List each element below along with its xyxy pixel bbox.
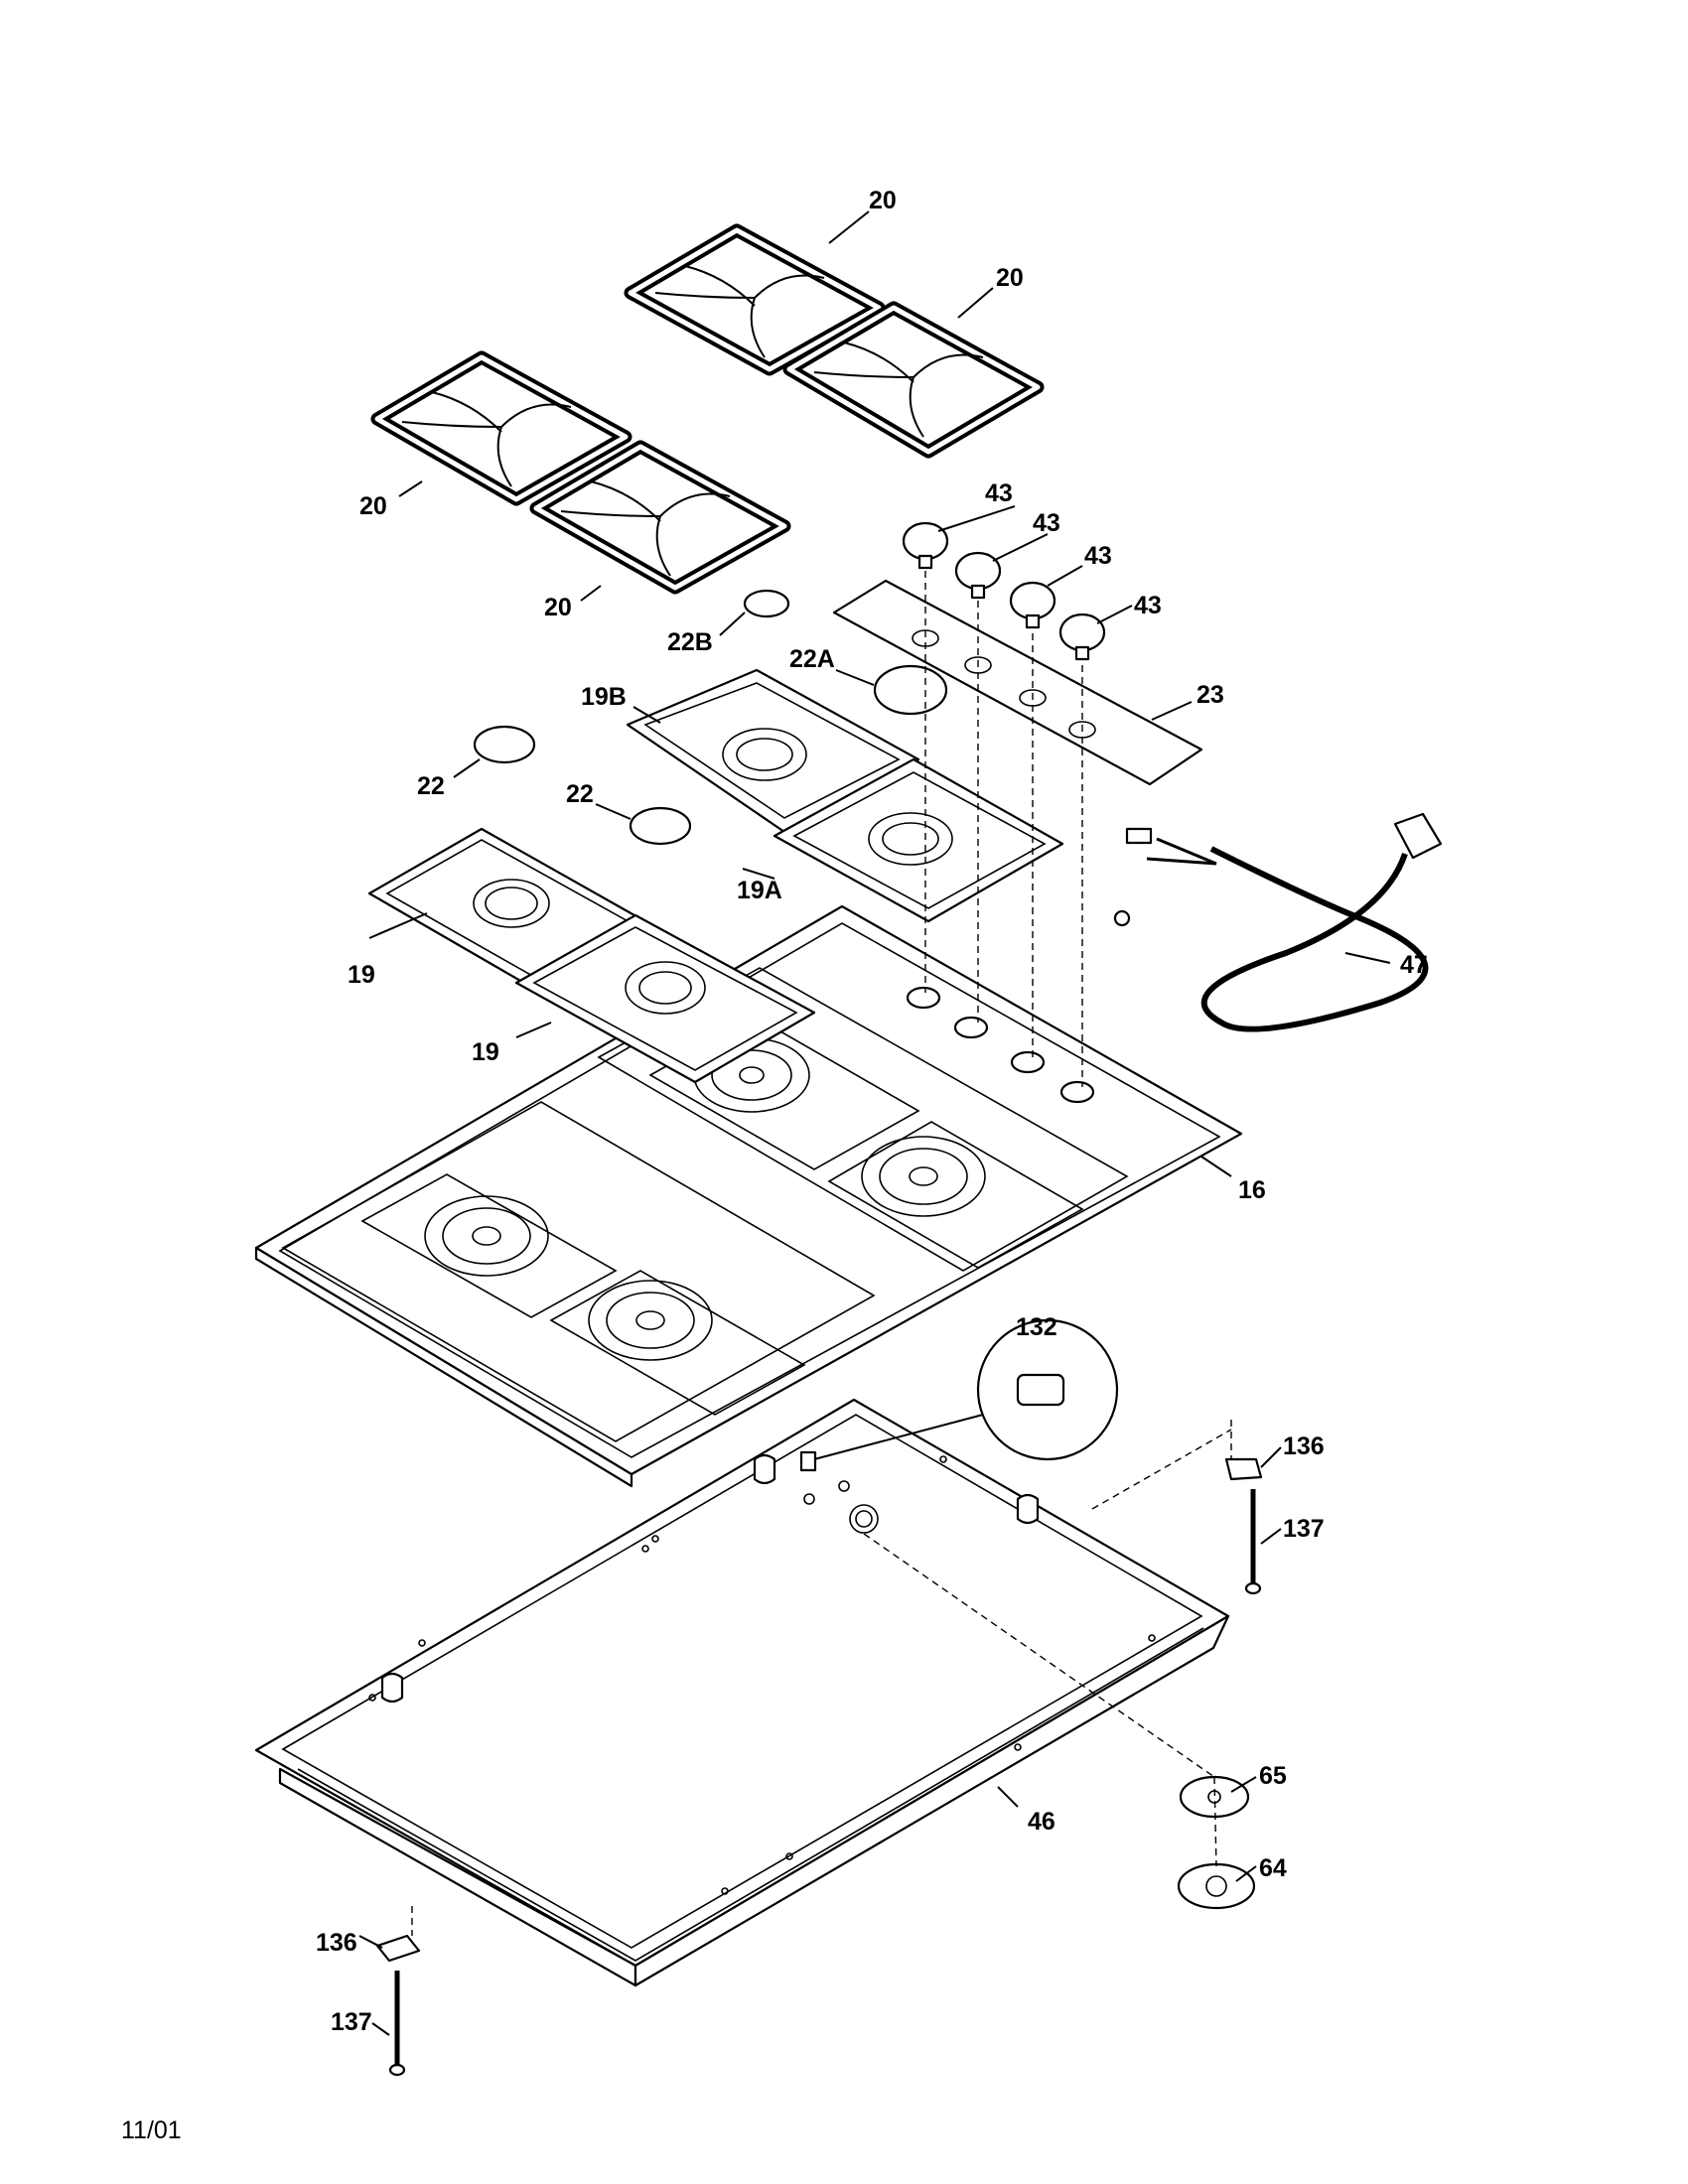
- label-cord-47: 47: [1400, 951, 1428, 979]
- drip-pan-19-front: [514, 913, 816, 1084]
- label-cap-22-left: 22: [417, 772, 445, 800]
- label-base-46: 46: [1028, 1808, 1055, 1836]
- grate-20-back-left: [624, 223, 886, 376]
- grate-20-front-left: [370, 350, 633, 506]
- label-drip-pan-19b: 19B: [581, 683, 627, 711]
- label-bracket-136-right: 136: [1283, 1433, 1325, 1460]
- label-grate-20-back-right: 20: [996, 264, 1024, 292]
- label-drip-pan-19-front: 19: [472, 1038, 499, 1066]
- bracket-136-left: [375, 1906, 421, 1963]
- drip-pan-19b: [626, 668, 920, 834]
- label-drip-pan-19a: 19A: [737, 877, 782, 904]
- grate-20-front-right: [529, 440, 791, 595]
- knob-43-1: [902, 521, 949, 570]
- label-knob-43-1: 43: [985, 479, 1013, 507]
- label-bracket-136-left: 136: [316, 1929, 357, 1957]
- knob-43-4: [1058, 613, 1106, 661]
- detail-132-callout: [813, 1318, 1119, 1461]
- burner-cap-22a: [873, 664, 948, 716]
- label-knob-43-2: 43: [1033, 509, 1060, 537]
- label-grate-20-back-left: 20: [869, 187, 897, 214]
- label-drip-pan-19-back: 19: [348, 961, 375, 989]
- cooktop-16: [254, 904, 1243, 1488]
- burner-cap-22-left: [473, 725, 536, 764]
- bracket-alignment-line: [1091, 1429, 1232, 1510]
- screw-137-left: [388, 1971, 406, 2077]
- grommet-64: [1177, 1862, 1256, 1910]
- label-grommet-65: 65: [1259, 1762, 1287, 1790]
- label-knob-43-3: 43: [1084, 542, 1112, 570]
- label-cap-22a: 22A: [789, 645, 835, 673]
- power-cord-47: [1113, 812, 1443, 1032]
- leader-lines: [358, 210, 1391, 2036]
- label-grommet-64: 64: [1259, 1854, 1287, 1882]
- part-labels: 20 20 20 20 43 43 43 43 22B 22A 23 19B 1…: [316, 187, 1428, 2036]
- grommet-vertical-line: [1213, 1776, 1217, 1867]
- drip-pan-19a: [773, 757, 1064, 923]
- label-knob-43-4: 43: [1134, 592, 1162, 619]
- bracket-136-right: [1224, 1420, 1263, 1481]
- label-grate-20-front-left: 20: [359, 492, 387, 520]
- burner-cap-22-mid: [629, 806, 692, 846]
- screw-137-right: [1244, 1489, 1262, 1595]
- knob-43-3: [1009, 581, 1056, 629]
- knob-alignment-lines: [924, 571, 1083, 1087]
- label-cap-22b: 22B: [667, 628, 713, 656]
- knob-43-2: [954, 551, 1002, 600]
- label-cooktop-16: 16: [1238, 1176, 1266, 1204]
- grate-20-back-right: [782, 301, 1045, 459]
- label-screw-137-left: 137: [331, 2008, 372, 2036]
- label-detail-132: 132: [1016, 1313, 1057, 1341]
- label-screw-137-right: 137: [1283, 1515, 1325, 1543]
- label-panel-23: 23: [1196, 681, 1224, 709]
- base-pan-46: [254, 1398, 1230, 1987]
- label-grate-20-front-right: 20: [544, 594, 572, 621]
- footer-date: 11/01: [121, 2116, 182, 2144]
- burner-cap-22b: [743, 589, 790, 618]
- label-cap-22-mid: 22: [566, 780, 594, 808]
